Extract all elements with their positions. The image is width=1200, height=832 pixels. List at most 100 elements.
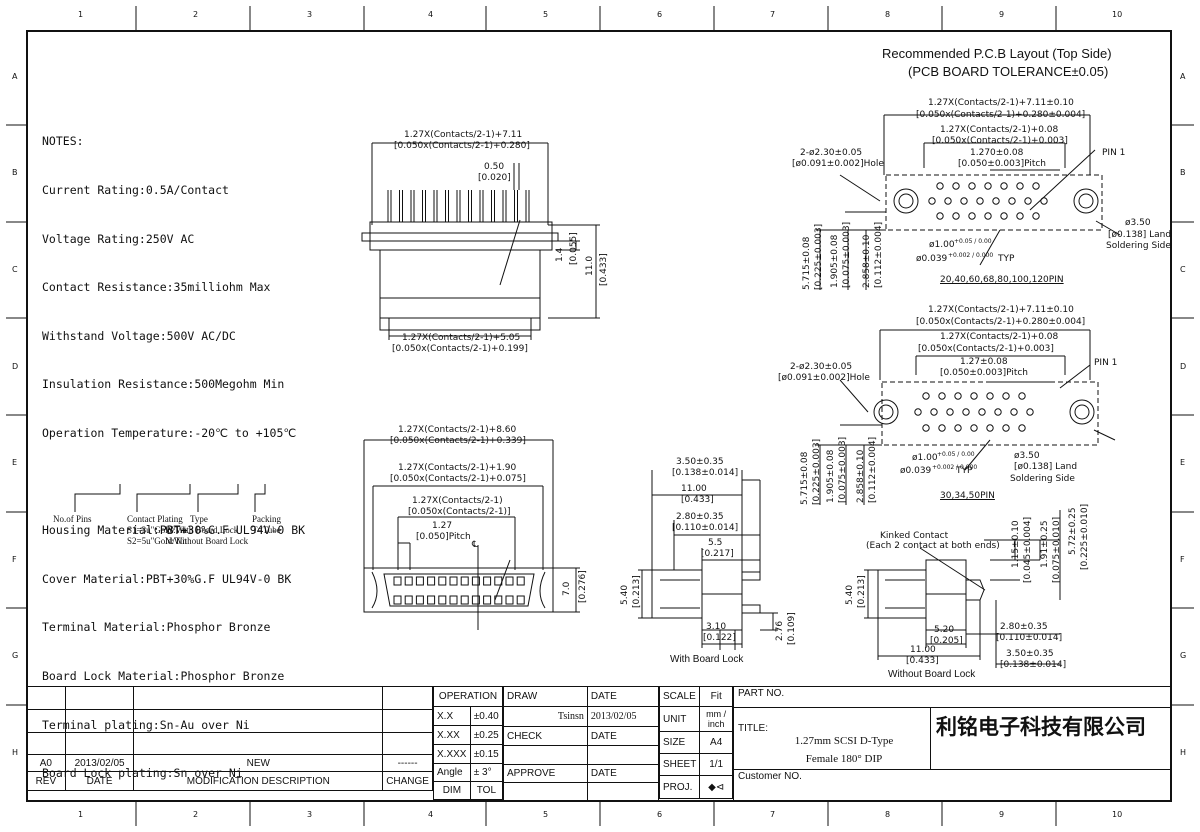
pcb-hole [984, 182, 992, 190]
dim-text: ø3.50 [1014, 451, 1040, 461]
col-5: 5 [543, 810, 549, 819]
col-10: 10 [1112, 10, 1123, 19]
pcb-hole [936, 182, 944, 190]
dim-text: 5.20 [934, 625, 955, 635]
contact-bottom-row [404, 595, 413, 605]
size-value: A4 [699, 731, 733, 754]
dim-text: 1.27X(Contacts/2-1) [412, 496, 503, 506]
pcb-layout-top [816, 114, 1121, 290]
dim-text: [ø0.138] Land [1014, 462, 1078, 472]
side-view-without-lock [864, 510, 1061, 668]
pcb-hole [938, 424, 946, 432]
pcb-hole [970, 424, 978, 432]
drawer-name: Tsinsn [503, 706, 588, 727]
col-3: 3 [307, 10, 313, 19]
row-b: B [12, 168, 18, 177]
revision-date: 2013/02/05 [64, 754, 135, 772]
dim-text: [0.138±0.014] [672, 468, 739, 478]
pcb-hole [1032, 212, 1040, 220]
tol-value: ± 3° [469, 763, 504, 782]
dim-text: 2.858±0.10 [856, 449, 866, 503]
col-7: 7 [770, 10, 776, 19]
contact-top-row [460, 576, 469, 586]
drawing-title-line1: 1.27mm SCSI D-Type [794, 735, 894, 747]
title-block: A0 2013/02/05 NEW ------ REV DATE MODIFI… [26, 686, 1172, 802]
date-label: DATE [586, 726, 660, 746]
col-1: 1 [78, 810, 84, 819]
dim-text: 1.27X(Contacts/2-1)+0.08 [940, 332, 1059, 342]
note-line: Insulation Resistance:500Megohm Min [42, 377, 285, 392]
pcb-hole [944, 197, 952, 205]
dim-text: [0.213] [857, 575, 867, 608]
dim-text: 1.27 [432, 521, 453, 531]
kinked-contact-note: Kinked Contact [880, 531, 949, 541]
dim-text: [0.050x(Contacts/2-1)+0.075] [390, 474, 526, 484]
dim-text: 2-ø2.30±0.05 [790, 362, 853, 372]
pcb-hole [1032, 182, 1040, 190]
dim-text: 1.27X(Contacts/2-1)+7.11 [404, 130, 523, 140]
col-2: 2 [193, 10, 199, 19]
pcb-hole [1008, 197, 1016, 205]
row-f: F [12, 555, 17, 564]
contact-bottom-row [438, 595, 447, 605]
notes-heading: NOTES: [42, 134, 84, 149]
row-d: D [1180, 362, 1187, 371]
note-line: Contact Resistance:35milliohm Max [42, 280, 271, 295]
dim-text: 0.50 [484, 162, 505, 172]
dim-text: [0.217] [701, 549, 734, 559]
dim-text: 1.15±0.10 [1011, 520, 1021, 568]
row-a: A [12, 72, 18, 81]
contact-plating-label: Contact Plating [127, 514, 183, 524]
dim-text: [0.050x(Contacts/2-1)+0.003] [918, 344, 1054, 354]
approve-label: APPROVE [503, 764, 588, 783]
plating-s2: S2=5u"Gold/Tin [127, 536, 187, 546]
contact-top-row [404, 576, 413, 586]
dim-text: ø1.00 [912, 453, 938, 463]
contact-top-row [438, 576, 447, 586]
col-10: 10 [1112, 810, 1123, 819]
without-board-lock-caption: Without Board Lock [888, 669, 976, 680]
material-line: Cover Material:PBT+30%G.F UL94V-0 BK [42, 571, 292, 586]
plating-s1: S1=3u"Gold/Tin [127, 525, 187, 535]
dim-text: 1.27X(Contacts/2-1)+8.60 [398, 425, 517, 435]
dim-tolerance: +0.002 / 0.000 [932, 464, 978, 471]
drawing-title-line2: Female 180° DIP [805, 753, 883, 765]
pcb-hole [986, 392, 994, 400]
customer-no-label: Customer NO. [738, 771, 802, 782]
dim-text: [0.110±0.014] [672, 523, 739, 533]
sheet-value: 1/1 [699, 753, 733, 776]
border-ticks [6, 6, 1194, 826]
dim-text: [ø0.091±0.002]Hole [792, 159, 884, 169]
part-no-label: PART NO. [738, 688, 785, 699]
dim-text: [0.050x(Contacts/2-1)+0.199] [392, 344, 528, 354]
material-line: Terminal Material:Phosphor Bronze [42, 620, 271, 635]
contact-bottom-row [505, 595, 514, 605]
contact-bottom-row [449, 595, 458, 605]
revision-table: A0 2013/02/05 NEW ------ REV DATE MODIFI… [26, 686, 433, 791]
dim-text: [0.075±0.010] [1052, 516, 1062, 583]
row-a: A [1180, 72, 1186, 81]
dim-text: 1.905±0.08 [826, 449, 836, 503]
contact-bottom-row [516, 595, 525, 605]
draw-date: 2013/02/05 [586, 706, 660, 727]
pcb-hole [962, 408, 970, 416]
date-label: DATE [586, 686, 660, 707]
row-b: B [1180, 168, 1186, 177]
top-view-drawing [363, 439, 580, 630]
dim-text: [0.112±0.004] [874, 221, 884, 288]
dim-text: [0.050x(Contacts/2-1)+0.280±0.004] [916, 317, 1086, 327]
dim-text: 1.91±0.25 [1040, 520, 1050, 568]
centerline-symbol: ℄ [472, 540, 478, 550]
type-label: Type [190, 514, 208, 524]
dim-text: 3.50±0.35 [676, 457, 724, 467]
dim-text: 1.27±0.08 [960, 357, 1008, 367]
pcb-layout-bottom [816, 329, 1116, 505]
row-g: G [1180, 651, 1187, 660]
dim-text: [0.433] [906, 656, 939, 666]
pcb-hole [952, 182, 960, 190]
projection-icon: ◆⊲ [708, 781, 725, 793]
unit-value: mm / inch [699, 706, 733, 732]
contact-top-row [393, 576, 402, 586]
row-f: F [1180, 555, 1185, 564]
with-board-lock-caption: With Board Lock [670, 654, 744, 665]
